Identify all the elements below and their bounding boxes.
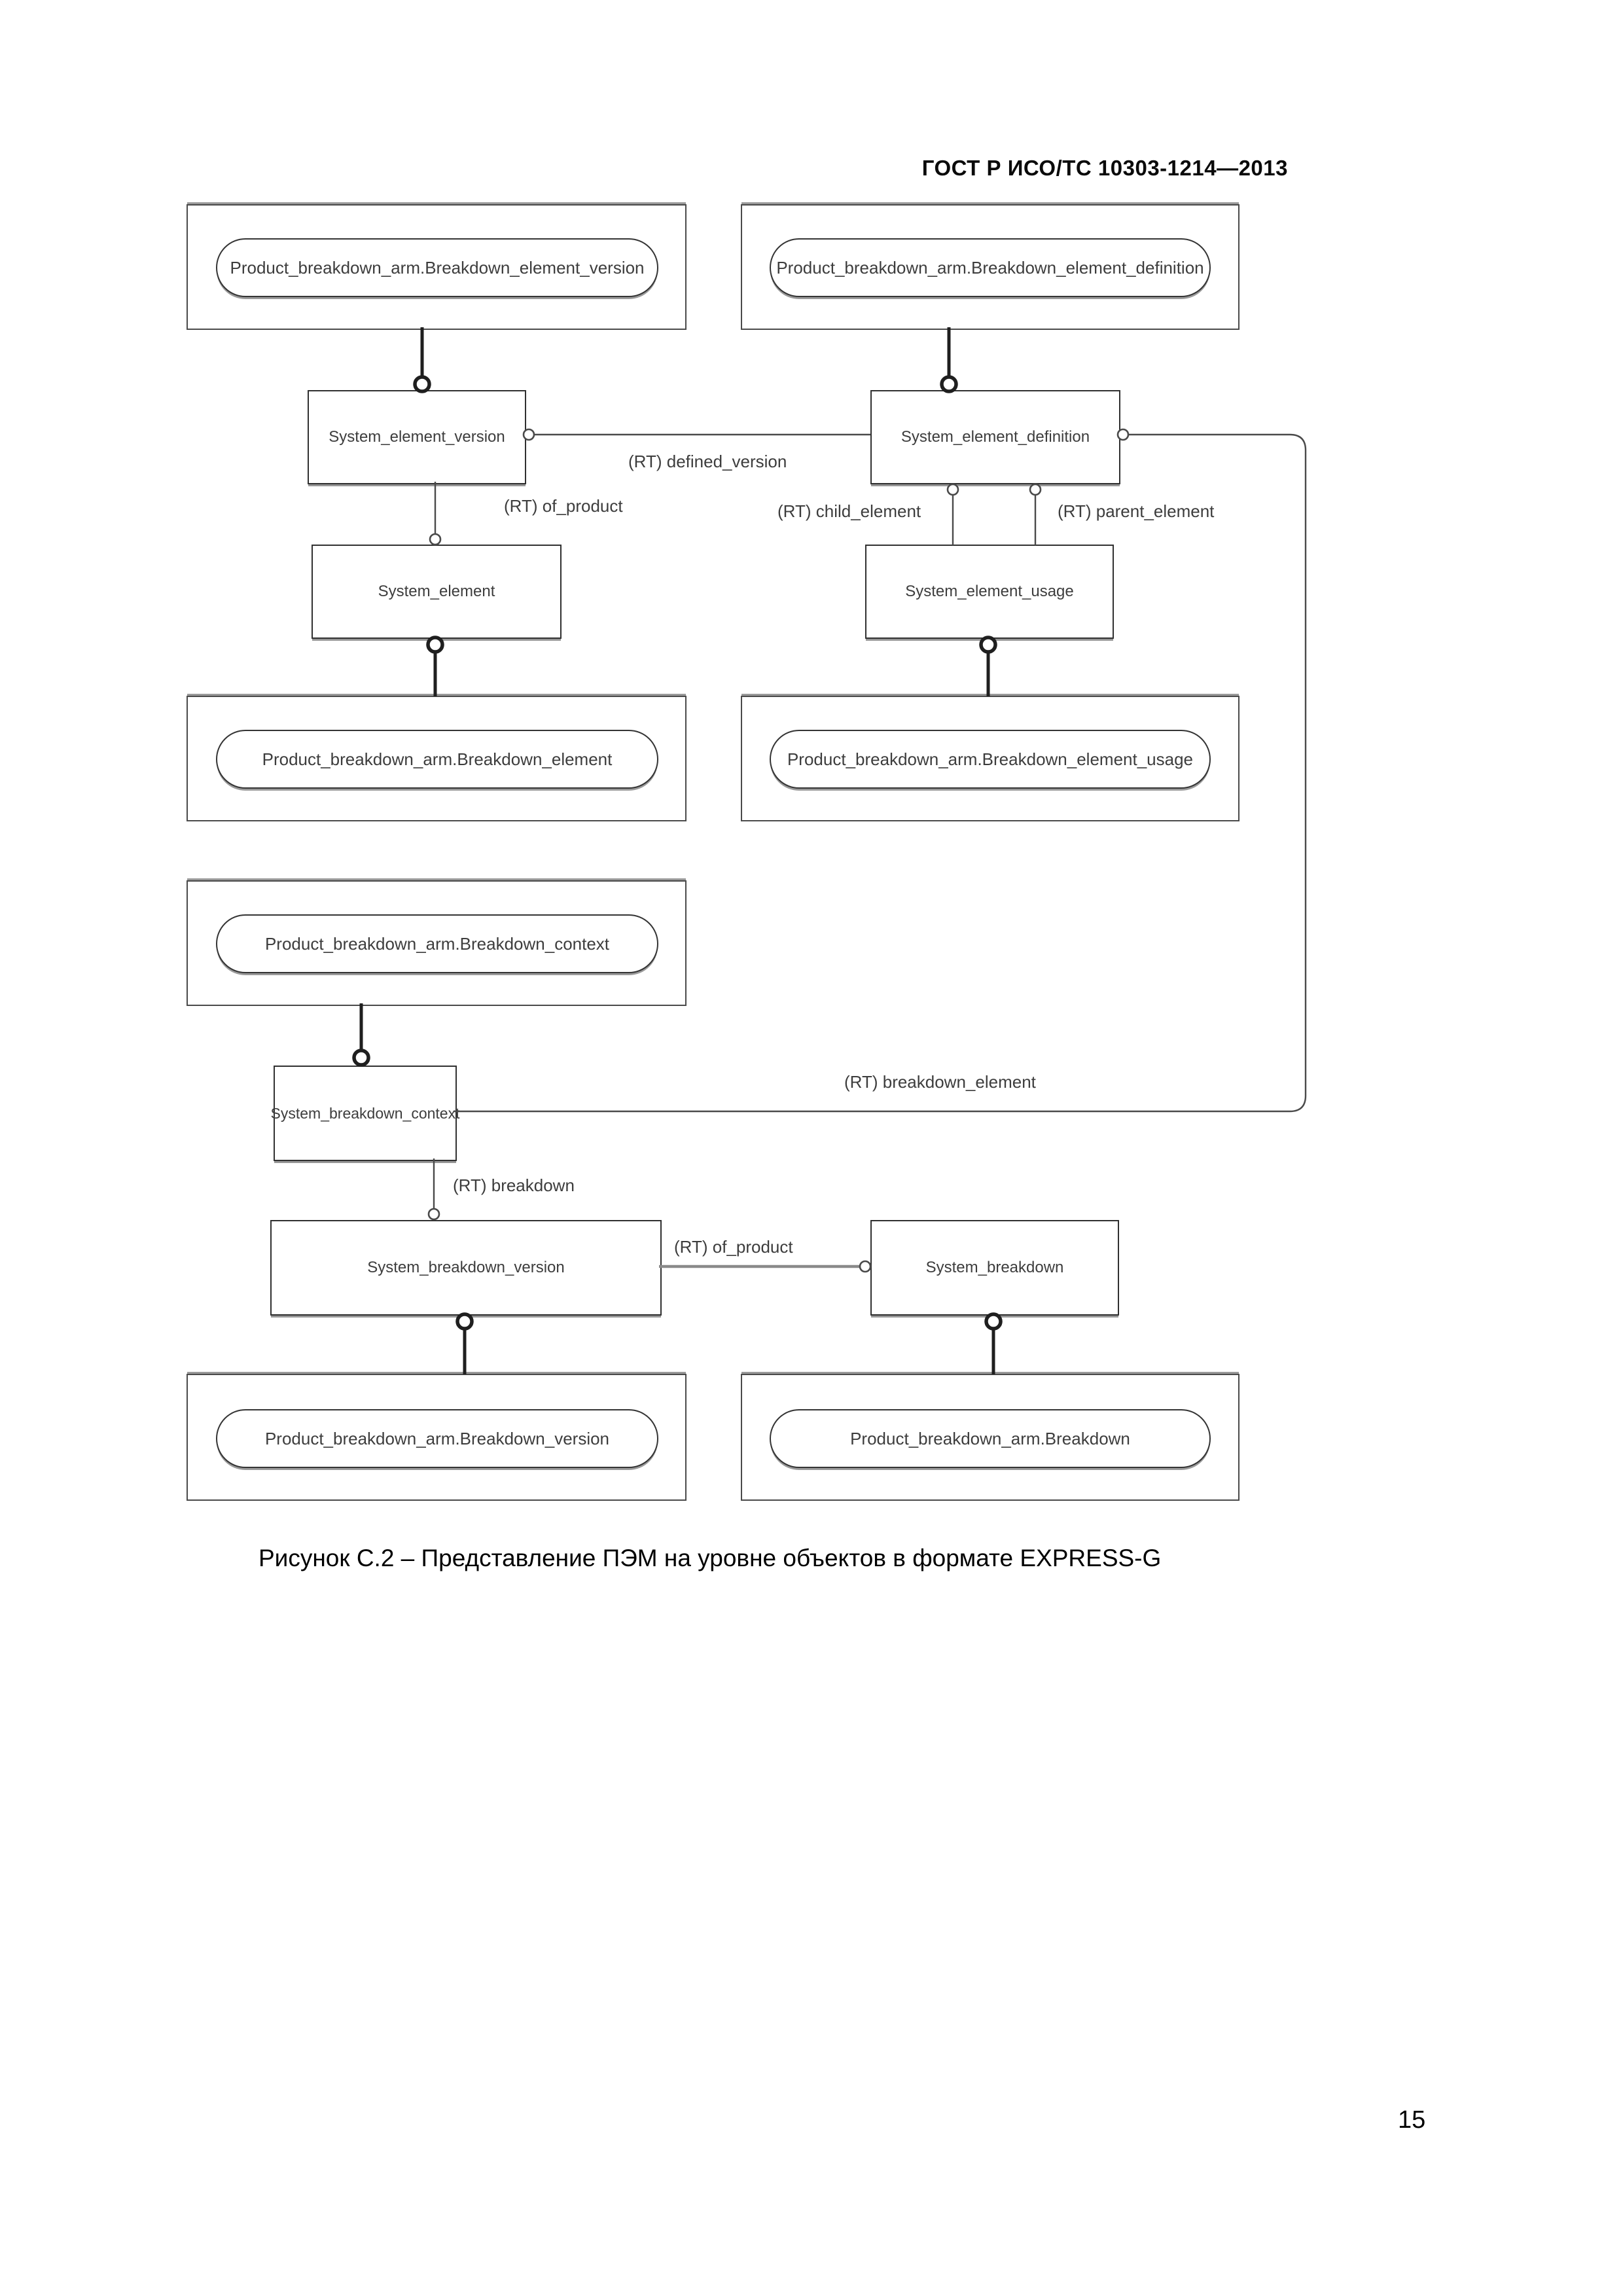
circle-se-top (429, 533, 442, 546)
bold-circle-sbc-top (352, 1049, 370, 1067)
arm-stadium-breakdown-element-usage: Product_breakdown_arm.Breakdown_element_… (770, 730, 1211, 789)
circle-sb-left (859, 1260, 872, 1273)
rel-label-breakdown-element: (RT) breakdown_element (844, 1072, 1036, 1092)
rel-label-parent-element: (RT) parent_element (1058, 501, 1215, 521)
thick-lines (359, 327, 995, 1374)
bold-circle-sev-top (413, 375, 431, 393)
arm-stadium-breakdown-version: Product_breakdown_arm.Breakdown_version (216, 1409, 658, 1468)
rel-label-of-product-top: (RT) of_product (504, 496, 623, 516)
circle-sed-bottom-left (946, 483, 959, 496)
bold-circle-sbv-bottom (455, 1312, 474, 1331)
bold-circle-sed-top (940, 375, 958, 393)
figure-caption: Рисунок С.2 – Представление ПЭМ на уровн… (259, 1545, 1162, 1571)
circle-sbv-top (427, 1208, 440, 1221)
arm-stadium-breakdown: Product_breakdown_arm.Breakdown (770, 1409, 1211, 1468)
arm-stadium-breakdown-element-definition: Product_breakdown_arm.Breakdown_element_… (770, 238, 1211, 297)
entity-system-element: System_element (312, 545, 562, 639)
bold-circle-seu-bottom (979, 636, 997, 654)
entity-system-breakdown-context: System_breakdown_context (271, 1066, 459, 1161)
arm-stadium-breakdown-element-version: Product_breakdown_arm.Breakdown_element_… (216, 238, 658, 297)
rel-label-child-element: (RT) child_element (777, 501, 921, 521)
page-number: 15 (1398, 2106, 1426, 2134)
bold-circle-sb-bottom (984, 1312, 1003, 1331)
entity-system-element-version: System_element_version (308, 390, 526, 484)
circle-sed-bottom-right (1029, 483, 1042, 496)
entity-system-element-definition: System_element_definition (870, 390, 1120, 484)
arm-stadium-breakdown-context: Product_breakdown_arm.Breakdown_context (216, 914, 658, 973)
rel-label-of-product-bottom: (RT) of_product (674, 1237, 793, 1257)
rel-label-breakdown: (RT) breakdown (453, 1175, 575, 1195)
arm-stadium-breakdown-element: Product_breakdown_arm.Breakdown_element (216, 730, 658, 789)
entity-system-element-usage: System_element_usage (865, 545, 1114, 639)
page-header-title: ГОСТ Р ИСО/ТС 10303-1214—2013 (921, 156, 1288, 180)
rel-label-defined-version: (RT) defined_version (628, 452, 787, 471)
entity-system-breakdown: System_breakdown (870, 1220, 1119, 1316)
entity-system-breakdown-version: System_breakdown_version (270, 1220, 662, 1316)
bold-circle-se-bottom (426, 636, 444, 654)
